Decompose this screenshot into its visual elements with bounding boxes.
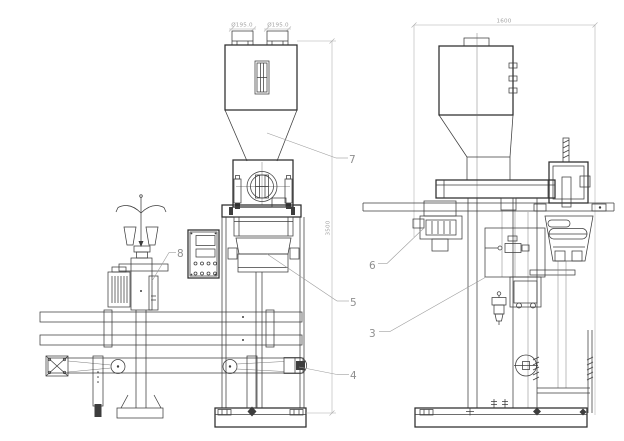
callout-3: 3 xyxy=(369,276,487,340)
panel-display-lower xyxy=(195,248,216,258)
width-dim-label: 1600 xyxy=(496,19,511,25)
conveyor-end-roller xyxy=(283,357,307,374)
stitcher-foot xyxy=(116,394,164,419)
panel-button xyxy=(193,271,198,276)
carriage xyxy=(509,269,576,309)
feed-cone xyxy=(224,109,298,162)
inlet-right-dim-label: Ø195.0 xyxy=(267,22,289,29)
surge-hopper xyxy=(224,44,298,111)
technical-drawing: Ø195.0 Ø195.0 xyxy=(39,19,615,428)
panel-button xyxy=(206,271,211,276)
clamp-rail xyxy=(362,202,615,212)
callout-6: 6 xyxy=(369,227,425,272)
bag-guide-right xyxy=(145,226,159,246)
bag-clamp-skirt xyxy=(227,216,300,273)
storage-tank xyxy=(438,33,518,198)
panel-button xyxy=(206,261,211,266)
machine-base-side xyxy=(414,407,588,428)
callout-4: 4 xyxy=(298,366,357,382)
stitcher-head-body xyxy=(130,257,153,311)
callout-7: 7 xyxy=(266,132,356,166)
pneumatic-cylinder-left xyxy=(233,175,242,209)
control-panel xyxy=(187,229,220,279)
frame-legs-front xyxy=(221,217,305,408)
height-dim-label: 3500 xyxy=(326,220,332,235)
conveyor-drive-block xyxy=(45,355,69,377)
bag-guide-left xyxy=(123,226,137,246)
inner-frame-side-view xyxy=(484,227,546,278)
machine-base-front xyxy=(214,406,307,428)
conveyor-leg-right xyxy=(246,355,258,409)
callout-3-label: 3 xyxy=(369,328,376,340)
panel-button xyxy=(193,261,198,266)
dimension-inlet-right: Ø195.0 xyxy=(263,22,292,32)
callout-8: 8 xyxy=(151,248,184,282)
panel-button xyxy=(200,271,204,276)
bag-clamp-side xyxy=(544,215,594,388)
front-view: Ø195.0 Ø195.0 xyxy=(39,22,357,428)
stitcher-station xyxy=(107,194,169,419)
conveyor-leg-left xyxy=(92,355,104,417)
air-filter-unit xyxy=(491,291,507,325)
dimension-inlet-left: Ø195.0 xyxy=(228,22,257,32)
panel-display-upper xyxy=(195,235,216,246)
callout-4-label: 4 xyxy=(350,370,357,382)
infeed-ports xyxy=(231,30,289,46)
weigh-hopper-side xyxy=(548,137,591,208)
weigher-head xyxy=(232,159,294,209)
stitcher-motor xyxy=(107,266,131,308)
stitcher-side-panel xyxy=(148,275,159,311)
callout-7-label: 7 xyxy=(349,154,356,166)
side-view: 1600 xyxy=(362,19,615,428)
callout-5-label: 5 xyxy=(350,297,357,309)
dimension-height: 3500 xyxy=(297,38,336,416)
panel-button xyxy=(200,261,204,266)
inlet-left-dim-label: Ø195.0 xyxy=(231,22,253,29)
dimension-width: 1600 xyxy=(411,19,598,415)
callout-6-label: 6 xyxy=(369,260,376,272)
panel-button xyxy=(213,261,217,266)
callout-8-label: 8 xyxy=(177,248,184,260)
drive-motor xyxy=(412,200,463,252)
pneumatic-cylinder-right xyxy=(284,175,293,209)
output-conveyor xyxy=(39,309,307,417)
callout-5: 5 xyxy=(266,253,357,309)
stitcher-support-arm xyxy=(118,263,169,272)
height-adjuster xyxy=(491,330,594,413)
